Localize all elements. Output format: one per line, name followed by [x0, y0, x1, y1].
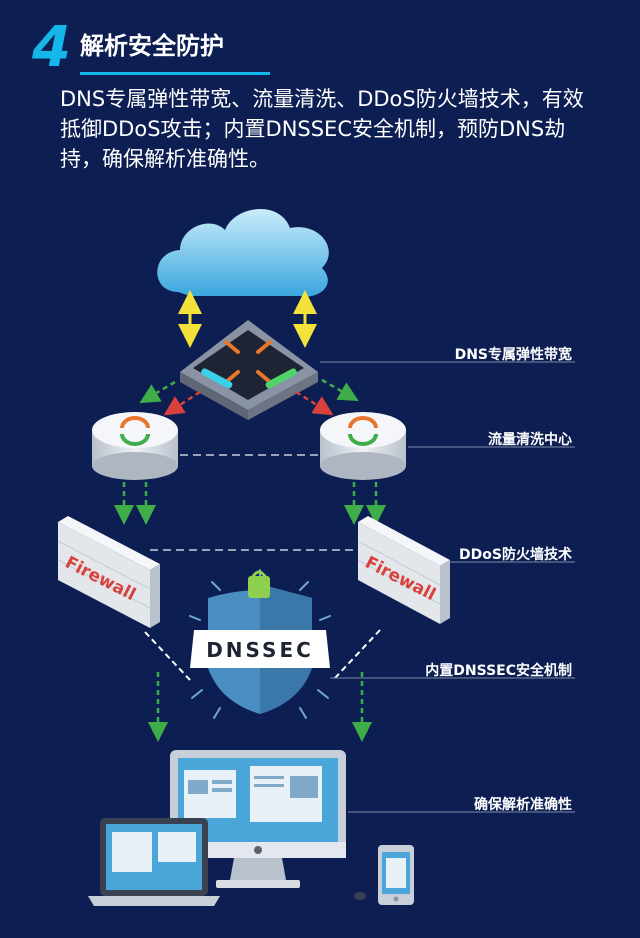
- router-icon: [180, 320, 318, 420]
- label-dnssec: 内置DNSSEC安全机制: [425, 663, 572, 679]
- section-number: 4: [32, 15, 71, 80]
- label-bandwidth: DNS专属弹性带宽: [454, 347, 572, 363]
- label-accuracy: 确保解析准确性: [474, 797, 572, 813]
- dash-left: [144, 631, 191, 681]
- label-firewall: DDoS防火墙技术: [459, 547, 572, 563]
- arrow-green-right: [321, 378, 359, 401]
- arrow-red-right: [295, 390, 334, 416]
- section-description: DNS专属弹性带宽、流量清洗、DDoS防火墙技术，有效抵御DDoS攻击；内置DN…: [60, 87, 584, 171]
- title-underline: [80, 72, 270, 75]
- phone-icon: [378, 845, 414, 905]
- section-title: 解析安全防护: [80, 32, 224, 60]
- dnssec-shield-icon: DNSSEC: [189, 569, 331, 719]
- label-connectors: [320, 361, 575, 813]
- arrow-red-left: [163, 390, 201, 416]
- dash-right: [334, 629, 381, 679]
- dnssec-text: DNSSEC: [206, 638, 314, 662]
- firewall-right-icon: Firewall: [357, 516, 450, 624]
- firewall-left-icon: Firewall: [57, 516, 160, 628]
- mouse-icon: [354, 892, 366, 900]
- cleaning-center-right-icon: [320, 412, 406, 480]
- cloud-icon: [157, 209, 329, 297]
- section-header: 4 解析安全防护: [30, 18, 630, 88]
- laptop-icon: [88, 818, 220, 906]
- arrow-green-left: [139, 380, 176, 404]
- cleaning-center-left-icon: [92, 412, 178, 480]
- label-cleaning: 流量清洗中心: [488, 432, 572, 448]
